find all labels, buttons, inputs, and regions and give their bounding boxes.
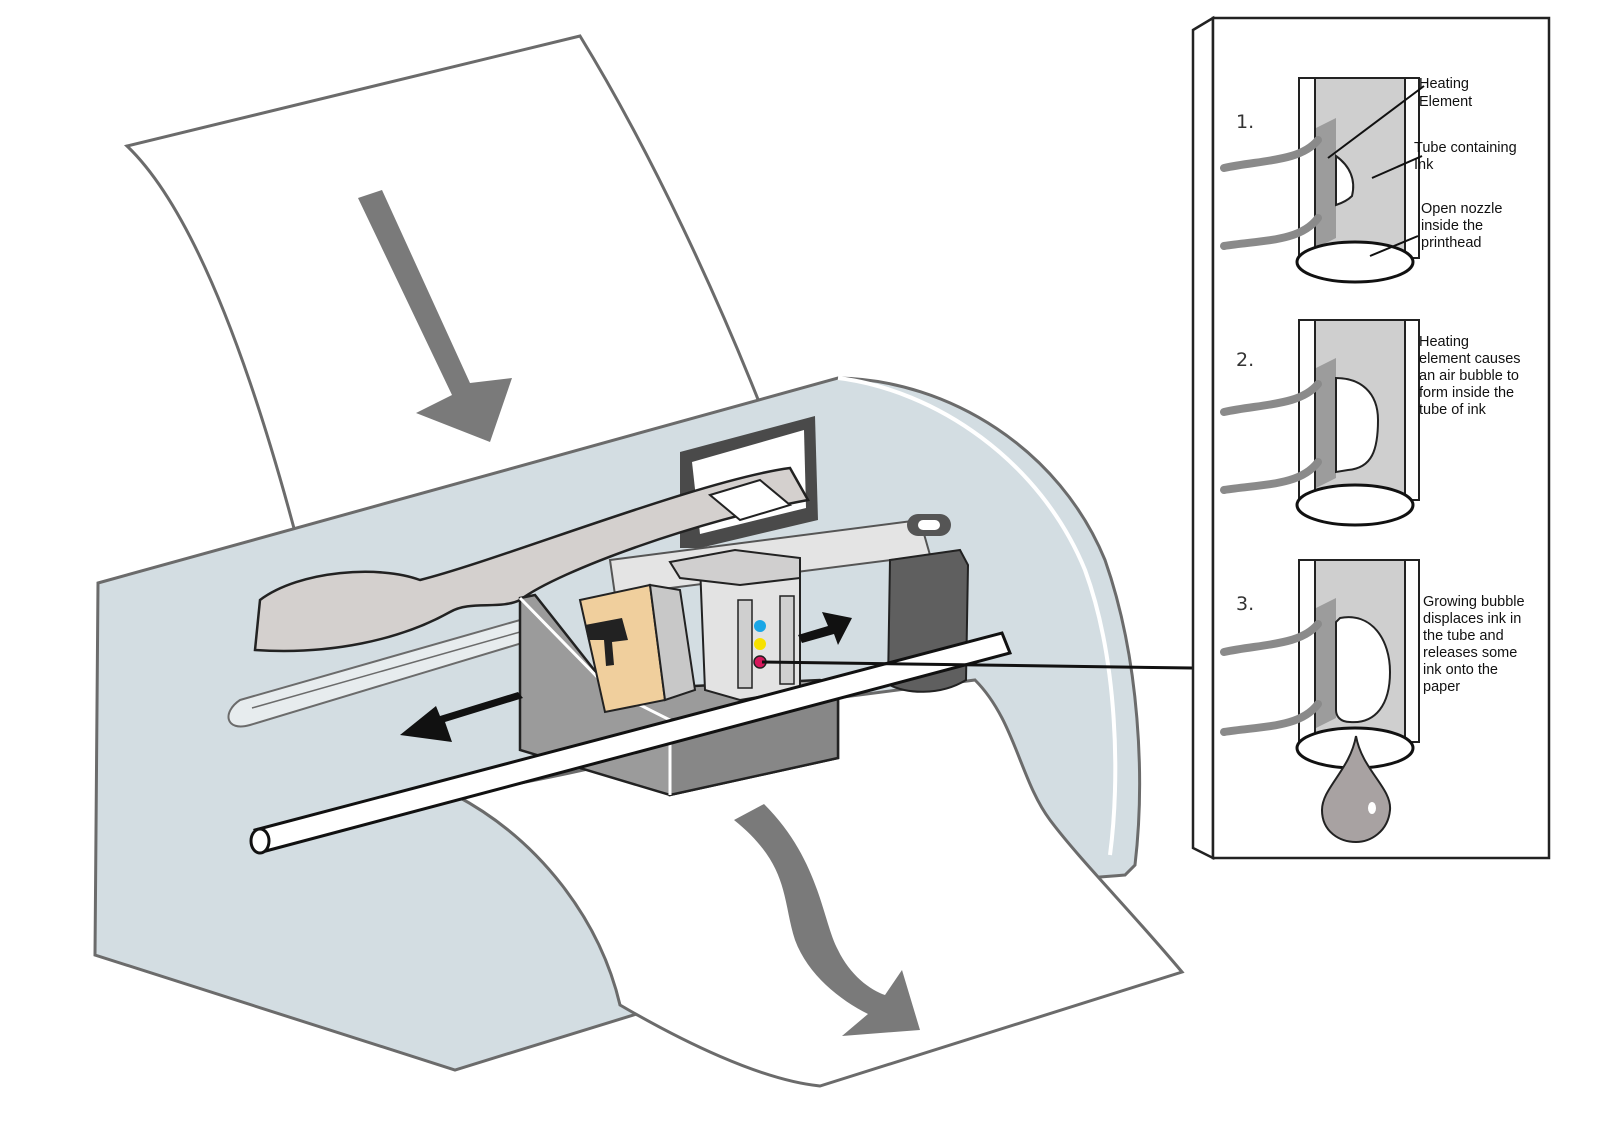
heating-wire-3-top [1220, 620, 1322, 656]
paper-exit-arrow [734, 804, 920, 1036]
step-2: 2. Heating element causes an air bubble … [1220, 319, 1525, 527]
label-step-2: Heating element causes an air bubble to … [1419, 334, 1525, 418]
heating-wire-1-top [1220, 136, 1322, 172]
yellow-ink-dot [754, 638, 766, 650]
paper-feed-arrow [358, 190, 512, 442]
air-bubble-3 [1335, 616, 1392, 724]
label-tube-containing-ink: Tube containing Ink [1414, 140, 1521, 173]
nozzle-end-2 [1295, 483, 1415, 527]
step-2-number: 2. [1236, 349, 1254, 371]
air-bubble-2 [1335, 376, 1380, 474]
carriage-arrow-left [400, 692, 523, 742]
heating-element-3 [1316, 598, 1336, 728]
step-3: 3. Growing bubble displaces ink in the t… [1220, 559, 1529, 844]
leader-heating-element [1327, 85, 1425, 159]
heating-wire-3-bottom [1220, 700, 1322, 736]
leader-tube [1371, 155, 1423, 179]
heating-wire-1-bottom [1220, 214, 1322, 250]
printhead-cartridge-top [668, 548, 801, 587]
front-rod-end [249, 827, 271, 855]
flex-ribbon-cable [253, 466, 810, 653]
printhead-cartridge-slot-1 [737, 599, 753, 689]
ink-droplet-highlight [1368, 802, 1376, 814]
detail-pointer-line [761, 660, 1193, 670]
detail-panel-side [1191, 15, 1215, 861]
carriage-arrow-right [798, 612, 852, 645]
label-open-nozzle: Open nozzle inside the printhead [1421, 201, 1506, 251]
step-1-number: 1. [1236, 111, 1254, 133]
label-heating-element: Heating Element [1419, 76, 1473, 110]
rod-end-cap-hole [918, 520, 940, 530]
flex-ribbon-cable-tab [707, 478, 793, 522]
leader-nozzle [1369, 235, 1419, 257]
printer-body-edge [837, 376, 1118, 856]
heating-element-2 [1316, 358, 1336, 488]
step-1: 1. Heating Element Tube containing Ink O… [1220, 76, 1521, 284]
ink-tube-2-wall-right [1404, 319, 1420, 501]
tan-cartridge-clip [585, 618, 628, 666]
nozzle-opening-1 [1335, 154, 1355, 207]
cyan-ink-dot [754, 620, 766, 632]
guide-rail-slot-inner [251, 631, 521, 709]
nozzle-detail-panel: 1. Heating Element Tube containing Ink O… [1191, 15, 1551, 861]
printhead-cartridge-slot-2 [779, 595, 795, 685]
nozzle-end-1 [1295, 240, 1415, 284]
heating-wire-2-top [1220, 380, 1322, 416]
tan-cartridge-side [648, 583, 697, 702]
label-step-3: Growing bubble displaces ink in the tube… [1423, 594, 1529, 695]
step-3-number: 3. [1236, 593, 1254, 615]
printer-illustration [93, 34, 1193, 1088]
heating-wire-2-bottom [1220, 458, 1322, 494]
guide-rail-slot [227, 618, 534, 728]
ink-tube-3-wall-right [1404, 559, 1420, 743]
ink-droplet [1320, 735, 1392, 844]
